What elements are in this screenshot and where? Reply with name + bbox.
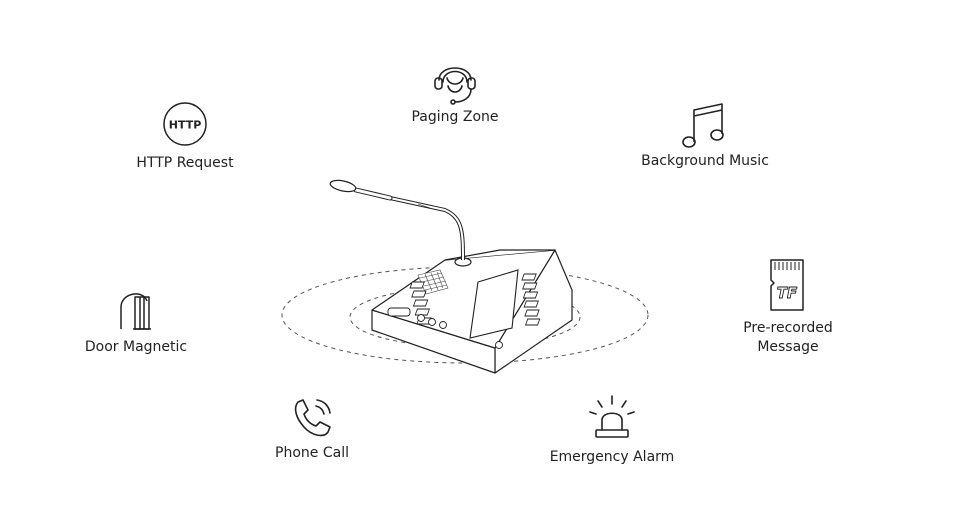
feature-background-music: Background Music <box>625 98 785 171</box>
front-controls <box>387 307 503 349</box>
phone-call-label: Phone Call <box>275 445 349 461</box>
feature-paging-zone: Paging Zone <box>395 56 515 127</box>
feature-http-request: HTTP HTTP Request <box>120 100 250 173</box>
emergency-alarm-label: Emergency Alarm <box>549 449 675 465</box>
feature-phone-call: Phone Call <box>257 396 367 463</box>
feature-door-magnetic: Door Magnetic <box>70 285 202 357</box>
speaker-grille <box>417 269 449 295</box>
tf-card-icon: TF <box>770 259 804 311</box>
background-music-label: Background Music <box>641 153 769 169</box>
feature-prerecorded-message: TF Pre-recorded Message <box>728 256 848 357</box>
door-magnetic-label: Door Magnetic <box>84 339 188 355</box>
gooseneck-microphone <box>329 179 472 267</box>
feature-emergency-alarm: Emergency Alarm <box>532 392 692 467</box>
phone-icon <box>294 399 331 437</box>
tf-card-icon-text: TF <box>777 284 798 302</box>
console-screen <box>469 269 519 339</box>
http-request-label: HTTP Request <box>136 155 234 171</box>
paging-zone-label: Paging Zone <box>411 109 499 125</box>
music-note-icon <box>682 103 724 148</box>
prerecorded-message-label: Pre-recorded Message <box>728 319 848 357</box>
http-icon-text: HTTP <box>169 119 202 132</box>
paging-console <box>281 179 649 374</box>
key-buttons-left <box>409 281 432 325</box>
key-buttons-right <box>521 273 541 326</box>
door-magnet-icon <box>120 293 151 330</box>
http-icon: HTTP <box>163 102 207 146</box>
headset-icon <box>434 67 476 105</box>
prerecorded-message-label-line-1: Pre-recorded <box>743 320 833 336</box>
siren-icon <box>589 395 635 438</box>
prerecorded-message-label-line-2: Message <box>757 339 819 355</box>
